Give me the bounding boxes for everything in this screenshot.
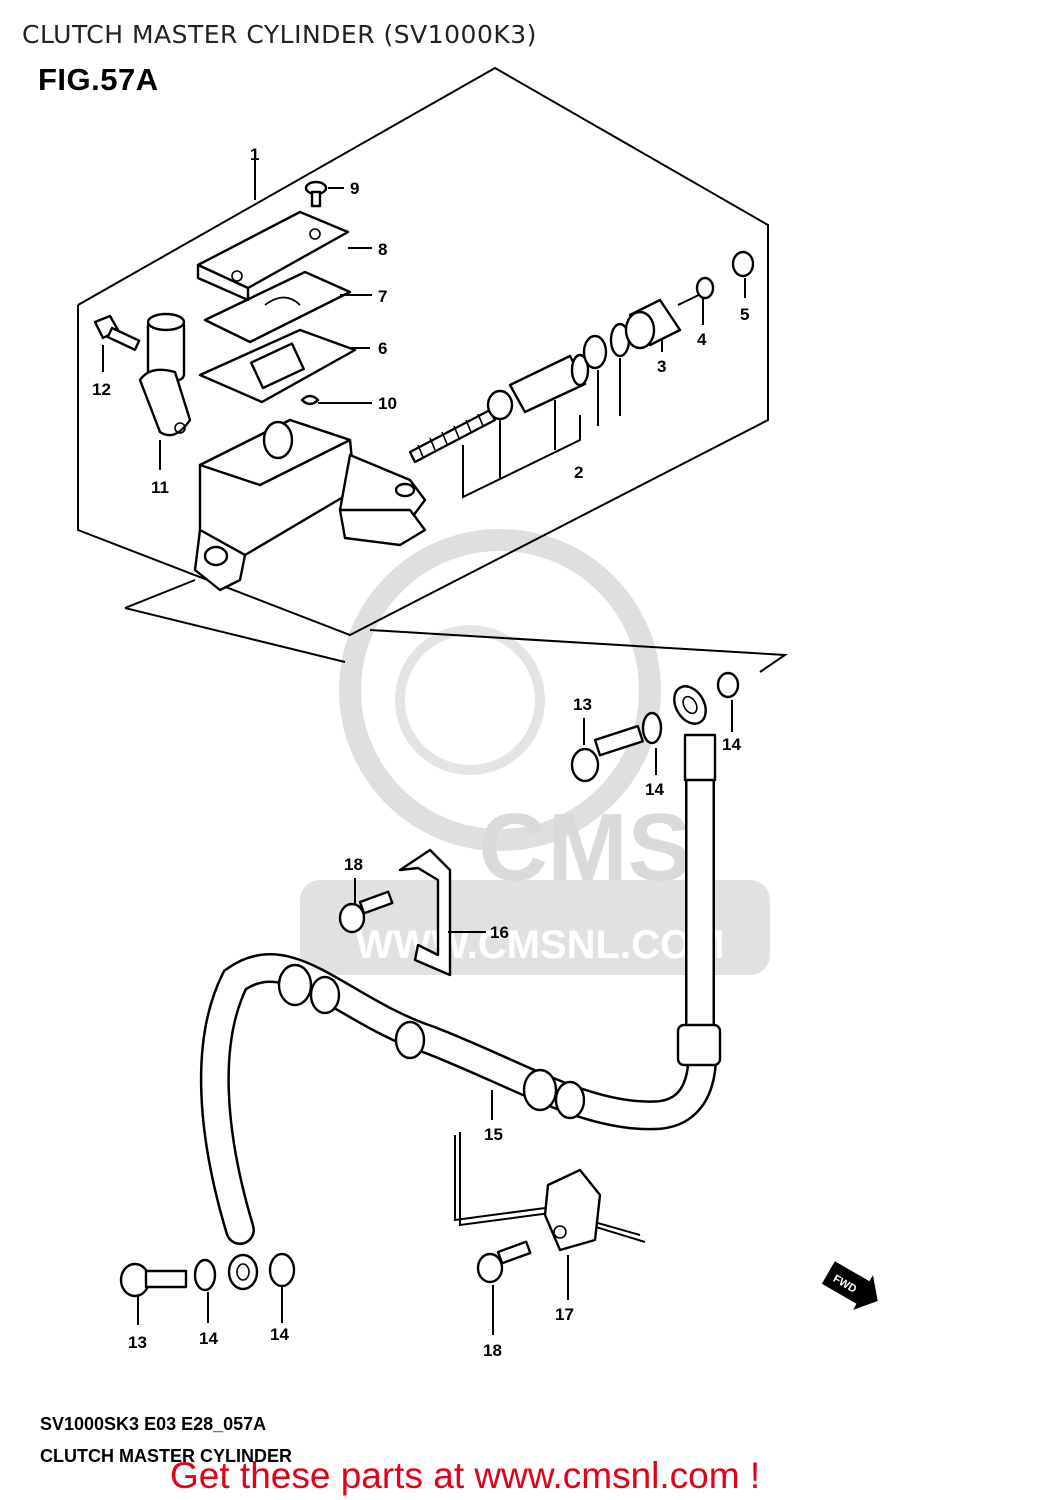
callout-17: 17 — [555, 1305, 574, 1324]
callout-2: 2 — [574, 463, 583, 482]
clutch-hose — [199, 733, 722, 1245]
callout-11: 11 — [151, 478, 169, 497]
callout-18-lower: 18 — [483, 1341, 502, 1360]
page-title: CLUTCH MASTER CYLINDER (SV1000K3) — [22, 20, 537, 49]
upper-banjo-bolt — [570, 718, 644, 783]
master-cylinder-body — [193, 418, 427, 592]
cylinder-holder — [138, 312, 192, 470]
diaphragm-plate — [198, 328, 370, 404]
reservoir-gasket — [203, 270, 372, 344]
callout-1: 1 — [250, 145, 259, 164]
callout-14-c: 14 — [199, 1329, 218, 1348]
callout-6: 6 — [378, 339, 387, 358]
lower-washer-2 — [268, 1252, 296, 1323]
cta-link[interactable]: Get these parts at www.cmsnl.com ! — [170, 1455, 761, 1496]
callout-14-d: 14 — [270, 1325, 289, 1344]
clamp-bolt — [338, 878, 394, 934]
callout-9: 9 — [350, 179, 359, 198]
callout-7: 7 — [378, 287, 387, 306]
figure-label: FIG.57A — [38, 62, 159, 97]
diagram-code: SV1000SK3 E03 E28_057A — [40, 1414, 267, 1434]
callout-14-b: 14 — [722, 735, 741, 754]
push-rod — [677, 276, 715, 325]
guide-bolt — [476, 1240, 532, 1335]
watermark-text: CMS — [478, 794, 691, 901]
callout-15: 15 — [484, 1125, 503, 1144]
reservoir-cap — [196, 210, 372, 302]
callout-8: 8 — [378, 240, 387, 259]
callout-13-upper: 13 — [573, 695, 592, 714]
cap-screw — [304, 180, 344, 208]
lower-banjo — [227, 1253, 259, 1291]
callout-5: 5 — [740, 305, 749, 324]
callout-12: 12 — [92, 380, 111, 399]
small-clip — [300, 394, 372, 406]
hose-guide — [454, 1132, 646, 1300]
upper-banjo — [673, 685, 707, 725]
callout-4: 4 — [697, 330, 707, 349]
hose-clamp — [398, 848, 486, 977]
lower-banjo-bolt — [119, 1262, 188, 1325]
watermark-url: WWW.CMSNL.COM — [356, 923, 725, 967]
callout-18-upper: 18 — [344, 855, 363, 874]
callout-14-a: 14 — [645, 780, 664, 799]
push-rod-nut — [731, 250, 755, 298]
diagram-name: CLUTCH MASTER CYLINDER — [40, 1446, 292, 1466]
fwd-arrow-icon: FWD — [821, 1261, 878, 1310]
dust-boot — [624, 298, 682, 352]
master-cylinder-frame — [77, 66, 769, 637]
callout-16: 16 — [490, 923, 509, 942]
piston-set — [408, 322, 631, 499]
callout-labels: 1 2 3 4 5 6 7 8 9 10 11 12 13 13 14 14 1… — [92, 145, 749, 1360]
callout-13-lower: 13 — [128, 1333, 147, 1352]
upper-washer-1 — [641, 711, 663, 775]
holder-bolt — [93, 314, 141, 372]
lower-washer-1 — [193, 1258, 217, 1323]
upper-washer-2 — [716, 671, 740, 732]
section-separator — [124, 579, 788, 673]
callout-10: 10 — [378, 394, 397, 413]
callout-3: 3 — [657, 357, 666, 376]
